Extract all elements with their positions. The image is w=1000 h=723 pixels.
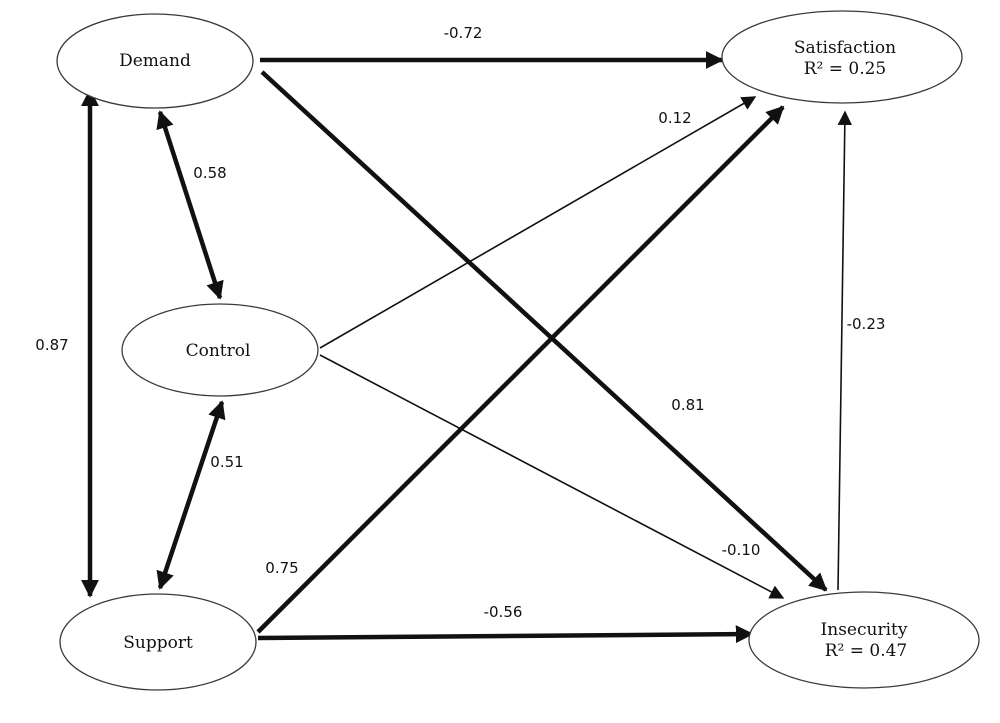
label-demand-control: 0.58 bbox=[193, 164, 226, 182]
node-insecurity-label: Insecurity bbox=[821, 620, 908, 640]
edge-control-satisfaction bbox=[319, 96, 757, 349]
label-demand-insecurity: 0.81 bbox=[671, 396, 704, 414]
label-demand-satisfaction: -0.72 bbox=[444, 24, 483, 42]
node-support-label: Support bbox=[123, 633, 193, 653]
node-insecurity: Insecurity R² = 0.47 bbox=[748, 591, 980, 689]
edge-support-insecurity bbox=[257, 625, 754, 644]
node-satisfaction: Satisfaction R² = 0.25 bbox=[721, 10, 963, 104]
edge-demand-control bbox=[156, 110, 224, 300]
node-demand-label: Demand bbox=[119, 51, 191, 71]
node-support: Support bbox=[59, 593, 257, 691]
label-control-support: 0.51 bbox=[210, 453, 243, 471]
label-support-insecurity: -0.56 bbox=[484, 603, 523, 621]
edge-demand-insecurity bbox=[260, 70, 828, 592]
edge-insecurity-satisfaction bbox=[837, 110, 853, 591]
edge-control-insecurity bbox=[319, 354, 785, 599]
node-insecurity-r2: R² = 0.47 bbox=[825, 641, 908, 661]
node-satisfaction-r2: R² = 0.25 bbox=[804, 59, 887, 79]
label-demand-support: 0.87 bbox=[35, 336, 68, 354]
label-control-satisfaction: 0.12 bbox=[658, 109, 691, 127]
node-control-label: Control bbox=[186, 341, 251, 361]
node-satisfaction-label: Satisfaction bbox=[794, 38, 896, 58]
label-insecurity-satisfaction: -0.23 bbox=[847, 315, 886, 333]
edge-control-support bbox=[156, 400, 226, 590]
label-control-insecurity: -0.10 bbox=[722, 541, 761, 559]
label-support-satisfaction: 0.75 bbox=[265, 559, 298, 577]
node-control: Control bbox=[121, 303, 319, 397]
node-demand: Demand bbox=[56, 13, 254, 109]
edge-support-satisfaction bbox=[256, 105, 785, 634]
